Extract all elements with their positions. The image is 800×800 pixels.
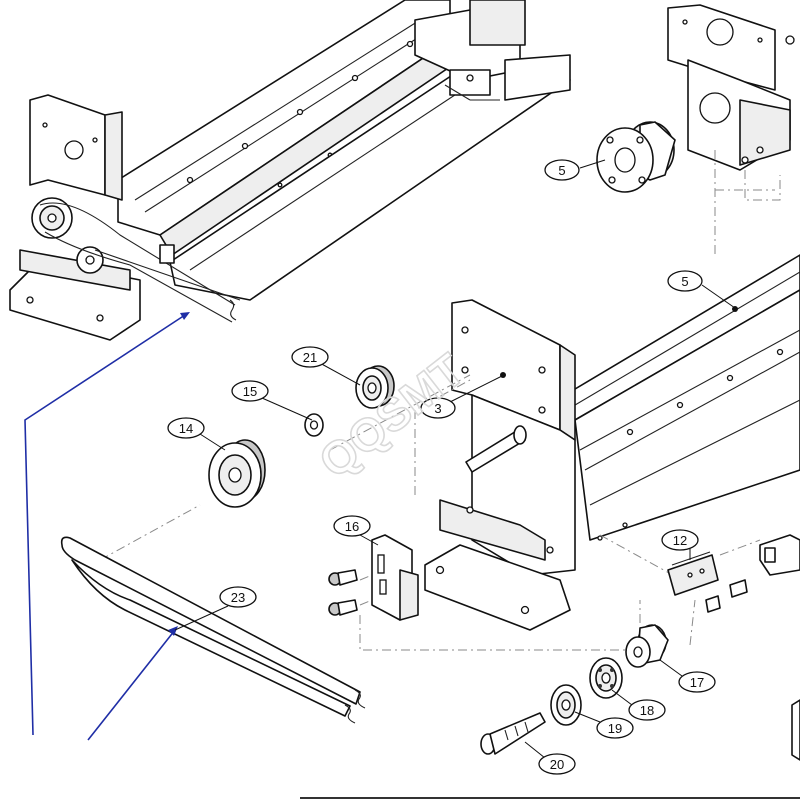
callout-19: 19 — [596, 717, 634, 739]
callout-label: 17 — [690, 675, 704, 690]
callout-3: 3 — [420, 397, 456, 419]
pointer-line-to-top-belt — [24, 314, 186, 736]
callout-label: 19 — [608, 721, 622, 736]
callout-17: 17 — [678, 671, 716, 693]
top-right-bracket-assembly — [667, 4, 795, 255]
bolt-20 — [480, 712, 546, 755]
callout-16: 16 — [333, 515, 371, 537]
leader-lines — [174, 159, 738, 759]
tension-bracket-16 — [328, 534, 641, 651]
end-block-base — [424, 544, 571, 631]
callout-label: 5 — [558, 163, 565, 178]
screw-upper — [328, 569, 358, 586]
bearing-21 — [355, 365, 395, 409]
main-rail-assembly — [99, 254, 800, 646]
belt-upper-strand — [39, 202, 236, 306]
callout-label: 23 — [231, 590, 245, 605]
flange-bushing — [596, 121, 676, 193]
callout-5-flange: 5 — [544, 159, 580, 181]
upper-right-bracket — [667, 4, 776, 91]
callout-5-rail: 5 — [667, 270, 703, 292]
callout-label: 18 — [640, 703, 654, 718]
callout-label: 15 — [243, 384, 257, 399]
callout-21: 21 — [291, 346, 329, 368]
callout-12: 12 — [661, 529, 699, 551]
washer-15 — [304, 413, 324, 437]
bearing-19 — [550, 684, 582, 726]
callout-label: 16 — [345, 519, 359, 534]
main-rail-side — [574, 289, 800, 541]
screw-lower — [328, 599, 358, 616]
bearing-18 — [589, 657, 623, 699]
pointer-line-to-belt-23 — [87, 629, 176, 741]
top-left-rail-assembly — [9, 0, 571, 341]
callout-14: 14 — [167, 417, 205, 439]
pulley-14 — [208, 439, 266, 508]
blue-pointer-lines — [24, 312, 190, 741]
callout-20: 20 — [538, 753, 576, 775]
callout-label: 12 — [673, 533, 687, 548]
timing-belt-23 — [60, 536, 366, 724]
callout-18: 18 — [628, 699, 666, 721]
callout-23: 23 — [219, 586, 257, 608]
sensor-bracket-right — [667, 534, 800, 613]
callout-label: 14 — [179, 421, 193, 436]
top-center-sensor-assembly — [414, 0, 571, 101]
callout-label: 5 — [681, 274, 688, 289]
callout-label: 3 — [434, 401, 441, 416]
callouts: 5 5 21 15 3 14 16 12 — [167, 159, 716, 775]
callout-15: 15 — [231, 380, 269, 402]
callout-label: 21 — [303, 350, 317, 365]
callout-label: 20 — [550, 757, 564, 772]
partial-component-right-edge — [791, 699, 800, 761]
